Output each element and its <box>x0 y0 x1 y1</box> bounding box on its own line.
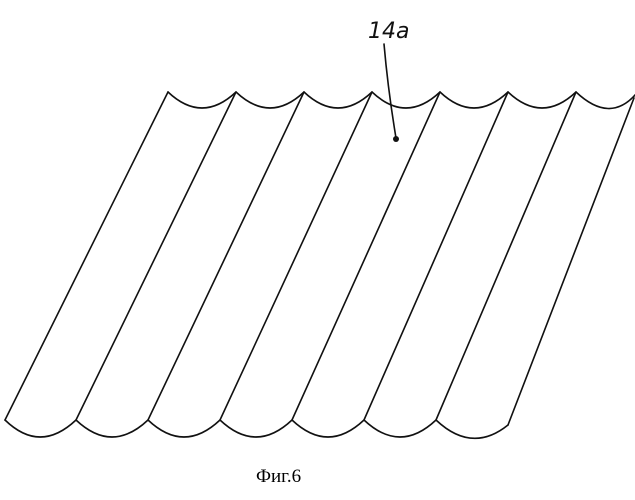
top-scalloped-edge <box>168 92 635 109</box>
bottom-scalloped-edge <box>5 420 508 438</box>
leader-line <box>384 44 396 138</box>
corrugation-line-1 <box>5 92 168 420</box>
reference-label: 14a <box>368 19 409 44</box>
figure-caption: Фиг.6 <box>256 466 301 487</box>
corrugation-line-5 <box>292 92 440 420</box>
corrugation-line-4 <box>220 92 372 420</box>
corrugation-line-6 <box>364 92 508 420</box>
leader-dot <box>393 136 399 142</box>
corrugation-line-7 <box>436 92 576 420</box>
corrugation-line-8 <box>508 98 634 425</box>
corrugation-line-2 <box>76 92 236 420</box>
corrugation-line-3 <box>148 92 304 420</box>
